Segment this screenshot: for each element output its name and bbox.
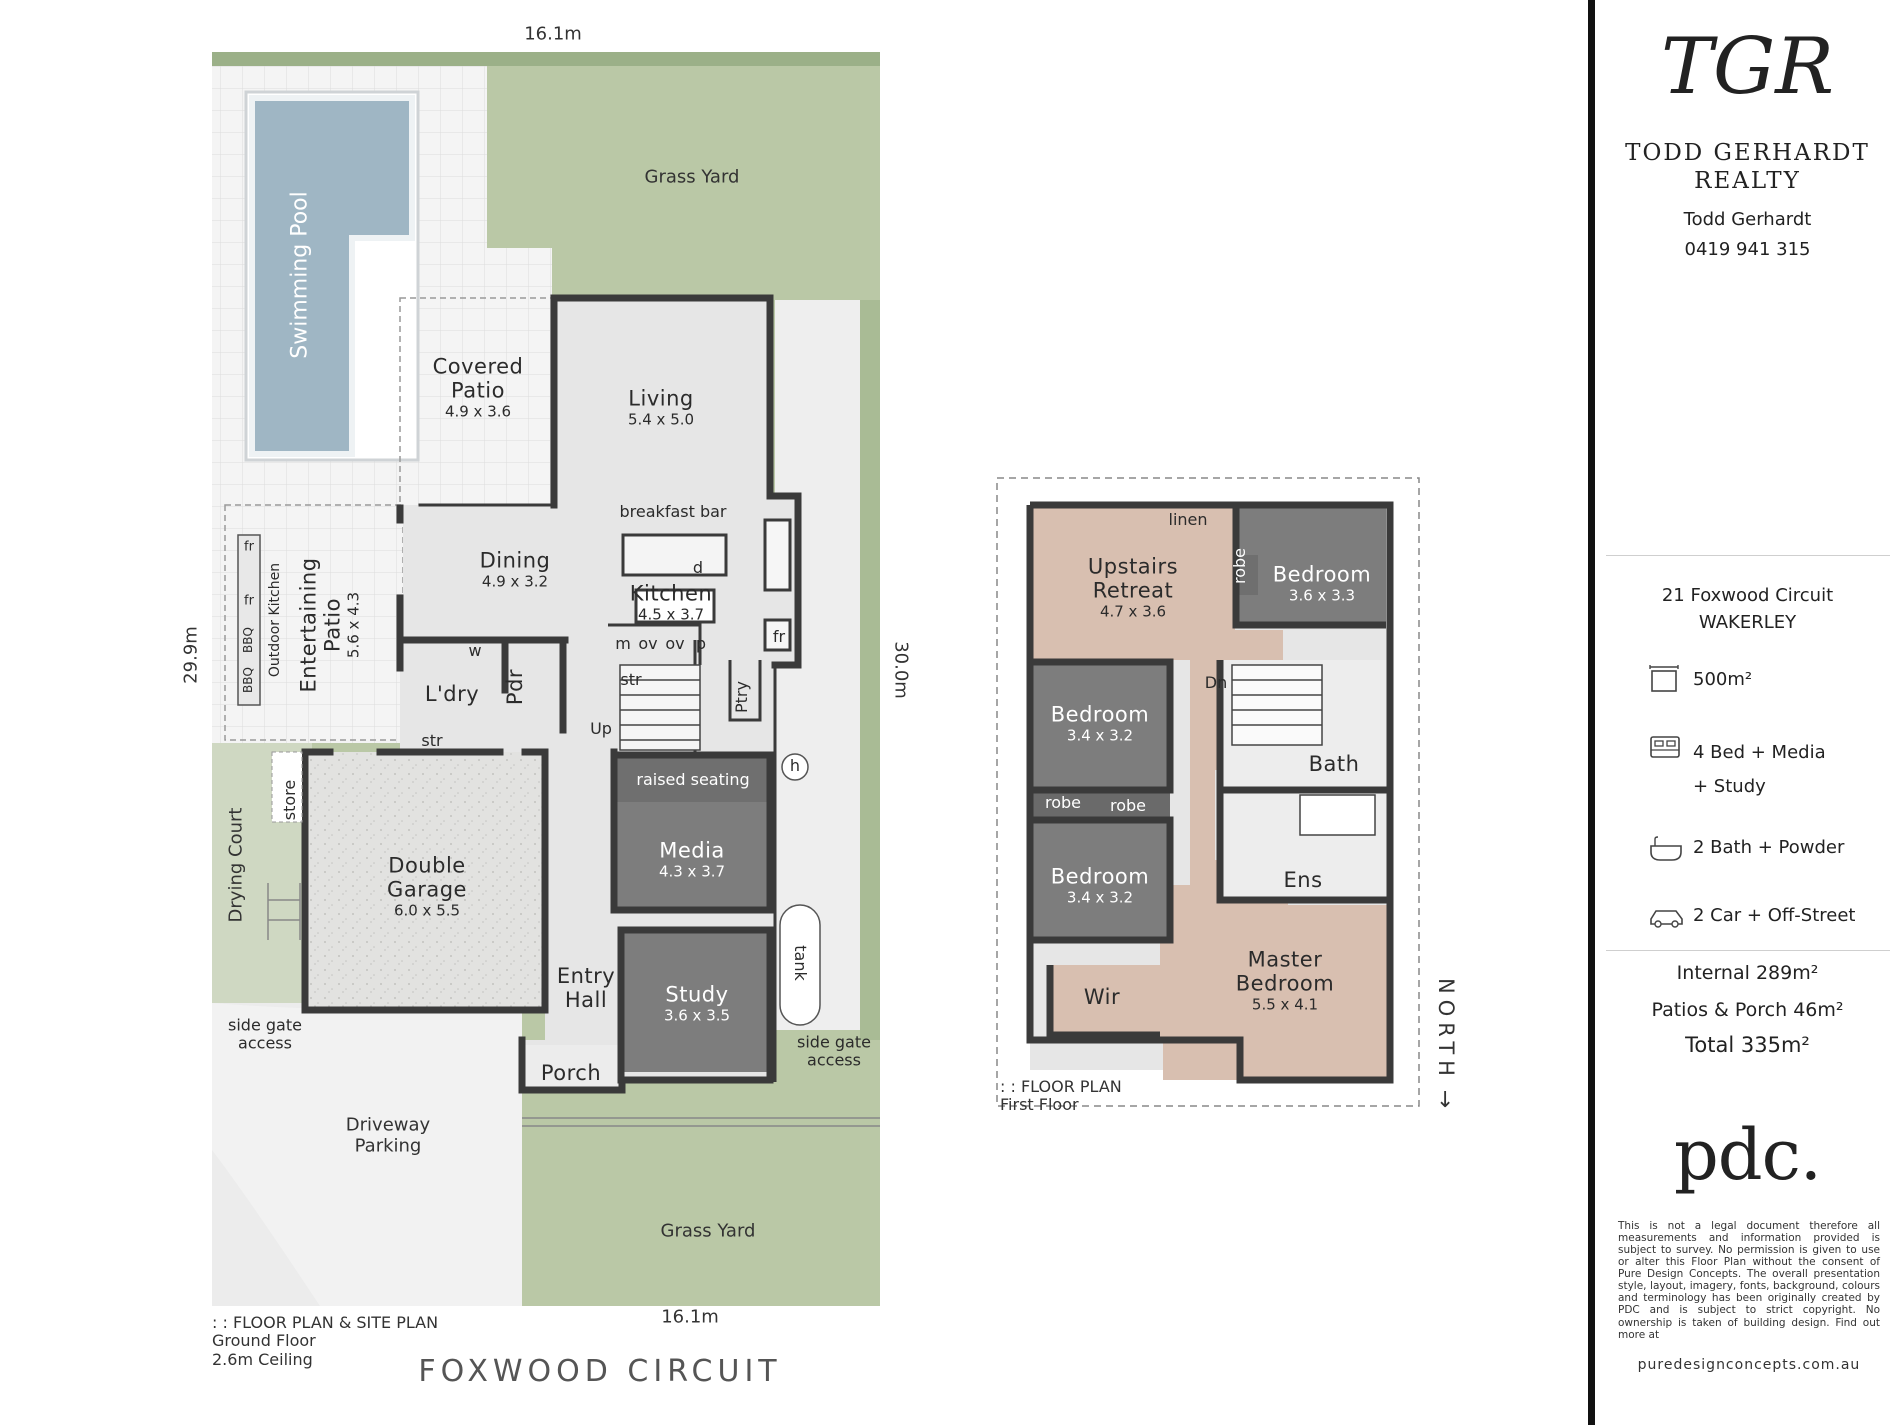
dn-label: Dn <box>1204 672 1228 692</box>
bbq-2: BBQ <box>241 667 256 693</box>
powder-label: Pdr <box>502 668 527 706</box>
d-label: d <box>692 557 704 577</box>
breakfast-bar-label: breakfast bar <box>619 501 727 521</box>
land-icon <box>1649 665 1679 692</box>
ov2-label: ov <box>665 633 685 653</box>
logo-monogram: TGR <box>1660 22 1835 112</box>
ground-floor-plan <box>212 52 1420 1306</box>
fr-outdoor-2: fr <box>244 593 254 609</box>
outdoor-kitchen-label: Outdoor Kitchen <box>266 562 283 678</box>
fr-outdoor-1: fr <box>244 539 254 555</box>
bath-label: Bath <box>1308 751 1360 776</box>
street-name: FOXWOOD CIRCUIT <box>418 1353 782 1389</box>
bath-count: 2 Bath + Powder <box>1693 837 1845 858</box>
wir-label: Wir <box>1083 984 1121 1009</box>
divider-1 <box>1606 555 1890 556</box>
str-garage-label: str <box>421 730 443 750</box>
dim-top: 16.1m <box>524 23 582 45</box>
dim-left: 29.9m <box>180 626 202 684</box>
north-arrow-icon: ↓ <box>1436 1088 1455 1113</box>
ov1-label: ov <box>638 633 658 653</box>
north-arrow-label: NORTH <box>1434 978 1459 1082</box>
tank <box>779 904 821 1026</box>
raised-seating-label: raised seating <box>636 769 750 789</box>
porch-label: Porch <box>540 1060 602 1085</box>
car-icon <box>1650 910 1683 928</box>
grass-yard-front: Grass Yard <box>660 1220 756 1242</box>
area-total: Total 335m² <box>1685 1033 1810 1057</box>
sidebar-divider <box>1588 0 1595 1425</box>
m-label: m <box>615 633 631 653</box>
bbq-1: BBQ <box>241 627 256 653</box>
dim-bottom: 16.1m <box>661 1306 719 1328</box>
pantry-label: Ptry <box>731 681 751 713</box>
garage-slab <box>303 752 545 1010</box>
divider-2 <box>1606 950 1890 951</box>
tank-label: tank <box>791 945 811 981</box>
pdc-logo: pdc. <box>1673 1114 1822 1196</box>
bed-count: 4 Bed + Media+ Study <box>1693 742 1826 797</box>
robe1-label: robe <box>1044 792 1082 812</box>
bath-icon <box>1650 836 1682 861</box>
dim-right: 30.0m <box>890 641 912 699</box>
p-label: p <box>695 633 707 653</box>
agent-phone[interactable]: 0419 941 315 <box>1684 239 1811 260</box>
first-floor-plan <box>1026 501 1394 1084</box>
linen-label: linen <box>1168 509 1208 529</box>
area-internal: Internal 289m² <box>1676 962 1819 984</box>
grass-yard-back: Grass Yard <box>644 166 740 188</box>
ensuite-label: Ens <box>1283 867 1323 892</box>
bed-icon <box>1650 736 1680 758</box>
store-label: store <box>279 779 299 821</box>
laundry-label: L'dry <box>424 681 480 706</box>
agent-name: Todd Gerhardt <box>1683 209 1812 230</box>
fr-kitchen-label: fr <box>772 626 786 646</box>
robe-ne-label: robe <box>1229 547 1249 585</box>
swimming-pool-label: Swimming Pool <box>287 191 313 359</box>
h-label: h <box>789 755 801 775</box>
str-kitchen-label: str <box>620 669 642 689</box>
w-label: w <box>468 640 482 660</box>
land-size: 500m² <box>1693 669 1753 690</box>
car-count: 2 Car + Off-Street <box>1693 905 1856 926</box>
disclaimer: This is not a legal document therefore a… <box>1618 1220 1880 1341</box>
website-link[interactable]: puredesignconcepts.com.au <box>1637 1357 1861 1373</box>
area-patios: Patios & Porch 46m² <box>1651 999 1844 1021</box>
up-label: Up <box>590 718 612 738</box>
drying-court-label: Drying Court <box>225 807 247 923</box>
robe2-label: robe <box>1109 795 1147 815</box>
